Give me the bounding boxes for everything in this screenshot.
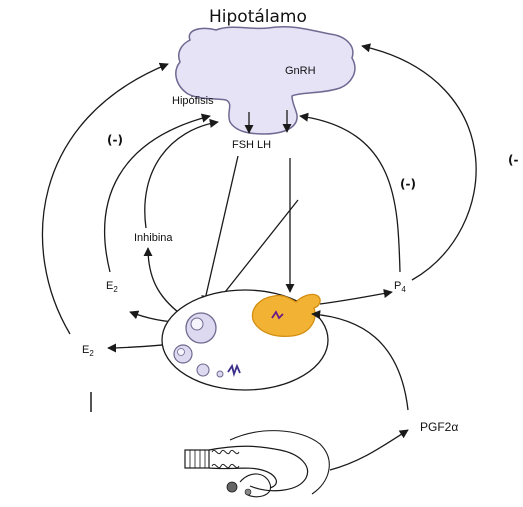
e2-lower-label: E2: [82, 344, 94, 358]
uterus-to-pgf2a-arrow: [330, 430, 408, 470]
negative-feedback-right-label: (-): [400, 177, 416, 191]
negative-feedback-far-right-label: (-: [508, 153, 518, 167]
p4-feedback-pituitary-arrow: [300, 116, 400, 272]
p4-label: P4: [394, 280, 406, 294]
inhibin-label: Inhibina: [134, 232, 173, 244]
dominant-follicle-antrum: [191, 318, 203, 330]
follicle-medium-antrum: [178, 349, 185, 356]
negative-feedback-left-label: (-): [107, 133, 123, 147]
inhibin-production-arrow: [148, 248, 186, 318]
fsh-lh-label: FSH LH: [232, 139, 271, 151]
follicle-small: [197, 364, 209, 376]
pgf2a-label: PGF2α: [420, 420, 458, 434]
hypothalamus-label: Hipotálamo: [209, 7, 307, 27]
p4-production-arrow: [320, 292, 392, 304]
e2-upper-label: E2: [106, 280, 118, 294]
follicle-tiny-a: [217, 371, 223, 377]
gnrh-label: GnRH: [285, 65, 316, 77]
uterus-illustration: [185, 431, 329, 497]
pituitary-label: Hipófisis: [172, 95, 214, 107]
e2-lower-feedback-arrow: [42, 64, 168, 334]
p4-feedback-hypothalamus-arrow: [362, 46, 476, 280]
